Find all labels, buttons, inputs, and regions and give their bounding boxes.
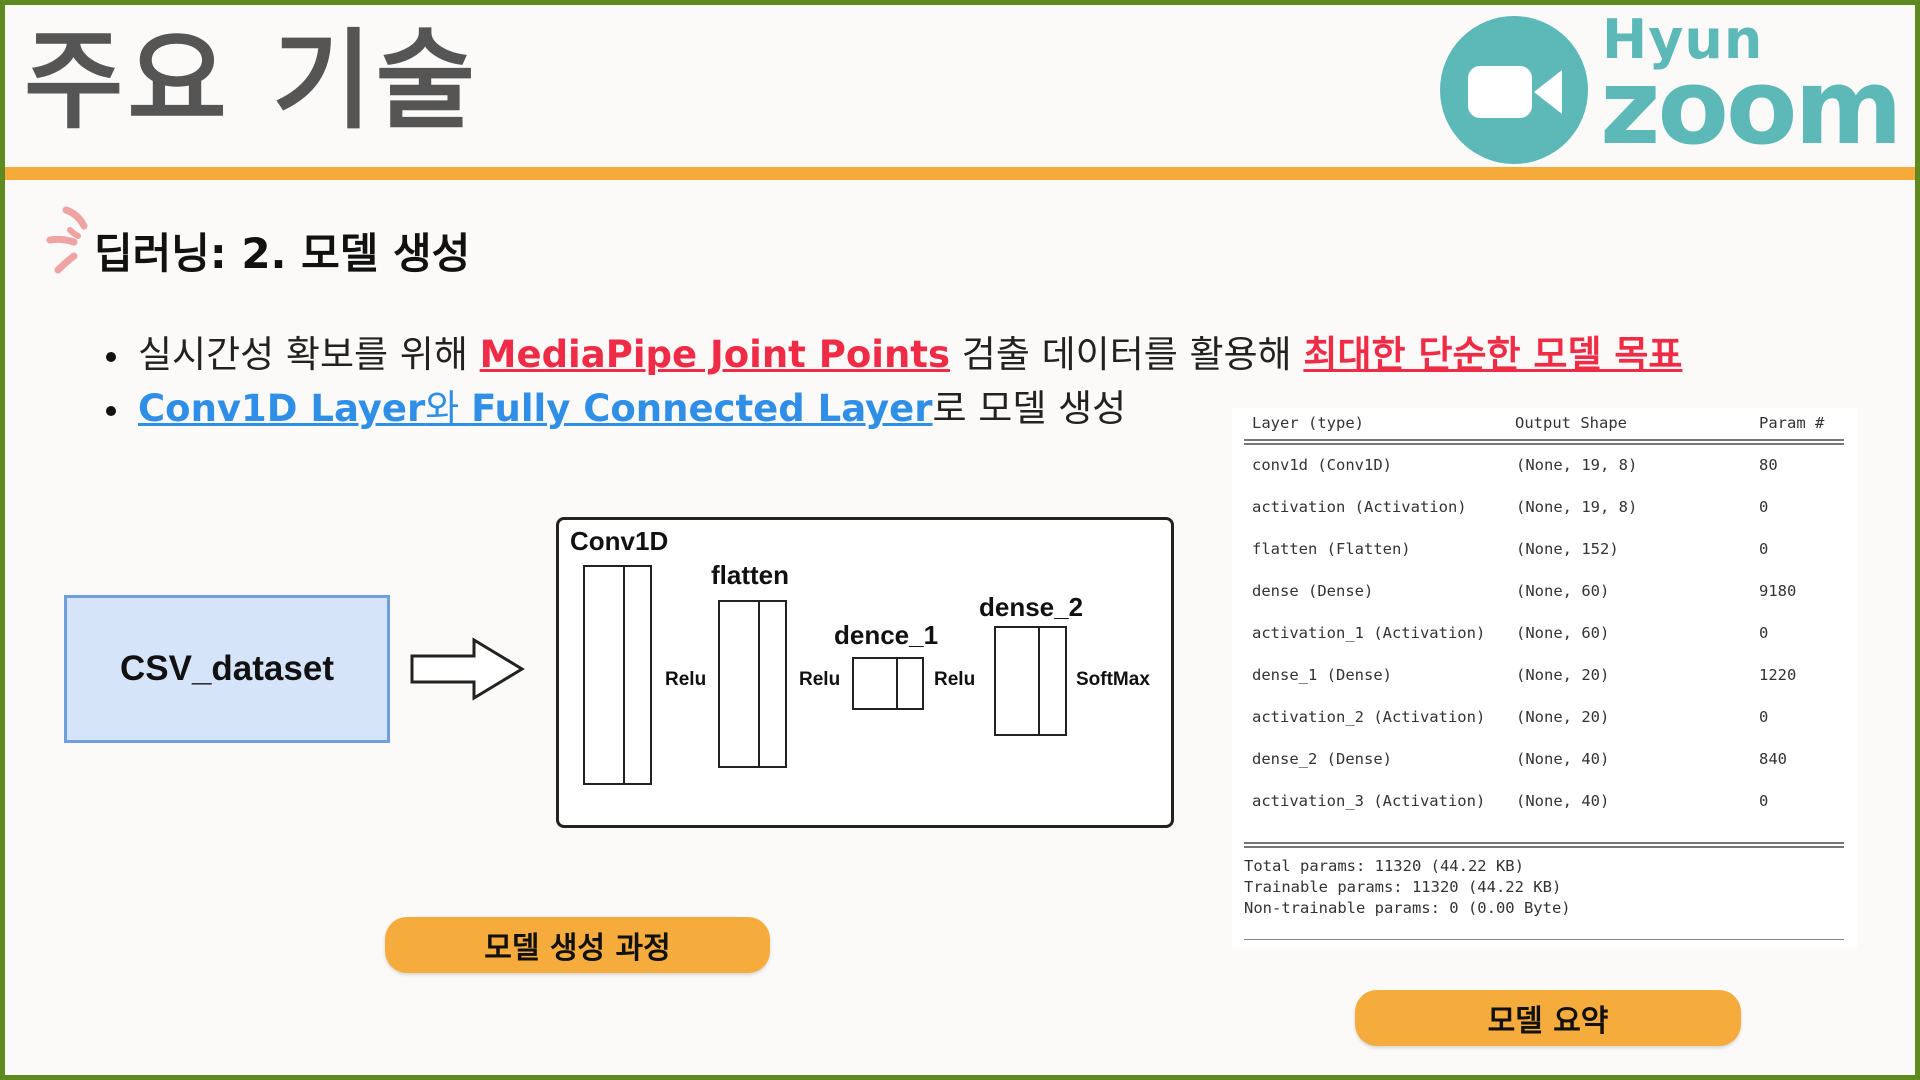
summary-output-shape: (None, 19, 8) xyxy=(1516,456,1638,474)
summary-header-layer: Layer (type) xyxy=(1252,414,1364,432)
summary-output-shape: (None, 60) xyxy=(1516,582,1610,600)
summary-output-shape: (None, 152) xyxy=(1516,540,1619,558)
activation-label: Relu xyxy=(799,669,841,690)
summary-param-count: 80 xyxy=(1759,456,1778,474)
summary-non-trainable-params: Non-trainable params: 0 (0.00 Byte) xyxy=(1244,899,1571,917)
arrow-right-icon xyxy=(410,637,525,701)
csv-dataset-box: CSV_dataset xyxy=(64,595,390,743)
bullet-text: 로 모델 생성 xyxy=(932,387,1127,430)
activation-label: Relu xyxy=(934,669,976,690)
summary-output-shape: (None, 19, 8) xyxy=(1516,498,1638,516)
logo-top-text: Hyun xyxy=(1602,8,1764,71)
summary-layer-name: activation_2 (Activation) xyxy=(1252,708,1486,726)
summary-divider xyxy=(1244,439,1844,445)
summary-param-count: 0 xyxy=(1759,540,1769,558)
conv1d-layer-block xyxy=(583,565,652,785)
summary-layer-name: activation (Activation) xyxy=(1252,498,1467,516)
section-title: 딥러닝: 2. 모델 생성 xyxy=(94,229,471,278)
summary-output-shape: (None, 40) xyxy=(1516,792,1610,810)
summary-layer-name: dense (Dense) xyxy=(1252,582,1374,600)
dense1-layer-block xyxy=(852,657,924,710)
summary-header-shape: Output Shape xyxy=(1515,414,1627,432)
model-diagram: Conv1D flatten dence_1 dense_2 Relu Relu… xyxy=(556,517,1174,828)
summary-param-count: 0 xyxy=(1759,498,1769,516)
simple-model-link[interactable]: 최대한 단순한 모델 목표 xyxy=(1303,333,1683,376)
flatten-layer-block xyxy=(718,600,787,768)
summary-total-params: Total params: 11320 (44.22 KB) xyxy=(1244,857,1524,875)
model-process-caption: 모델 생성 과정 xyxy=(385,917,770,973)
summary-header-param: Param # xyxy=(1759,414,1825,432)
sparkle-accent-icon xyxy=(46,206,88,274)
summary-param-count: 840 xyxy=(1759,750,1787,768)
video-camera-icon xyxy=(1440,16,1588,164)
activation-label: SoftMax xyxy=(1076,669,1150,690)
bullet-item: 실시간성 확보를 위해 MediaPipe Joint Points 검출 데이… xyxy=(100,328,1682,382)
summary-param-count: 0 xyxy=(1759,792,1769,810)
title-divider xyxy=(5,167,1915,180)
flatten-label: flatten xyxy=(711,560,789,590)
summary-param-count: 0 xyxy=(1759,624,1769,642)
summary-param-count: 0 xyxy=(1759,708,1769,726)
summary-layer-name: dense_1 (Dense) xyxy=(1252,666,1392,684)
hyun-zoom-logo: Hyun zoom xyxy=(1440,8,1910,168)
slide-title: 주요 기술 xyxy=(24,19,480,144)
summary-layer-name: flatten (Flatten) xyxy=(1252,540,1411,558)
summary-layer-name: conv1d (Conv1D) xyxy=(1252,456,1392,474)
conv1d-label: Conv1D xyxy=(570,526,669,556)
fully-connected-link[interactable]: Fully Connected Layer xyxy=(471,387,933,430)
summary-output-shape: (None, 40) xyxy=(1516,750,1610,768)
model-summary-panel: Layer (type) Output Shape Param # conv1d… xyxy=(1232,408,1857,948)
summary-output-shape: (None, 20) xyxy=(1516,708,1610,726)
bullet-list: 실시간성 확보를 위해 MediaPipe Joint Points 검출 데이… xyxy=(100,328,1682,436)
dense2-label: dense_2 xyxy=(979,592,1084,622)
summary-layer-name: activation_3 (Activation) xyxy=(1252,792,1486,810)
summary-output-shape: (None, 20) xyxy=(1516,666,1610,684)
summary-layer-name: dense_2 (Dense) xyxy=(1252,750,1392,768)
summary-output-shape: (None, 60) xyxy=(1516,624,1610,642)
bullet-text: 실시간성 확보를 위해 xyxy=(138,333,480,376)
bullet-item: Conv1D Layer와 Fully Connected Layer로 모델 … xyxy=(100,382,1682,436)
summary-divider xyxy=(1244,842,1844,848)
conv1d-link[interactable]: Conv1D Layer xyxy=(138,387,426,430)
bullet-text: 와 xyxy=(425,387,472,430)
bullet-text: 검출 데이터를 활용해 xyxy=(950,333,1304,376)
logo-bottom-text: zoom xyxy=(1600,46,1903,168)
mediapipe-link[interactable]: MediaPipe Joint Points xyxy=(479,333,951,376)
summary-param-count: 1220 xyxy=(1759,666,1797,684)
model-summary-caption: 모델 요약 xyxy=(1355,990,1741,1046)
summary-bottom-rule xyxy=(1244,939,1844,940)
summary-layer-name: activation_1 (Activation) xyxy=(1252,624,1486,642)
dense1-label: dence_1 xyxy=(834,620,939,650)
activation-label: Relu xyxy=(665,669,707,690)
dense2-layer-block xyxy=(994,626,1067,736)
summary-param-count: 9180 xyxy=(1759,582,1797,600)
summary-trainable-params: Trainable params: 11320 (44.22 KB) xyxy=(1244,878,1562,896)
